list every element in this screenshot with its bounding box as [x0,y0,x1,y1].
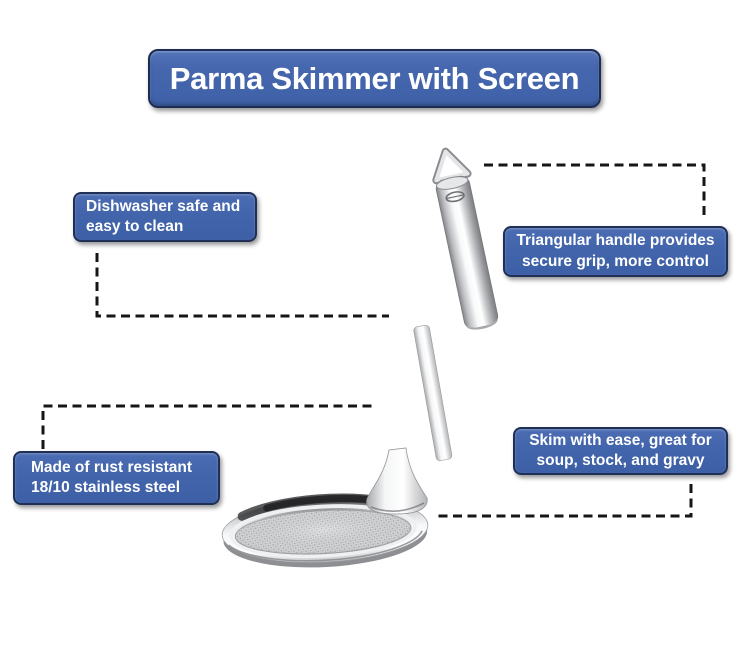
callout-text: 18/10 stainless steel [31,479,181,496]
title-banner: Parma Skimmer with Screen [148,49,601,108]
page-title: Parma Skimmer with Screen [169,60,580,96]
callout-text: Skim with ease, great for [529,431,712,449]
connector-triangular-handle [484,163,706,220]
callout-text: Triangular handle provides [516,232,715,250]
connector-skim-with-ease [438,484,693,518]
callout-text: soup, stock, and gravy [536,452,705,469]
callout-stainless-steel: Made of rust resistant 18/10 stainless s… [13,451,220,505]
callout-text: easy to clean [86,218,184,235]
connector-stainless-steel [41,404,374,449]
skimmer-bowl [221,493,429,568]
skimmer-handle [432,147,499,330]
callout-skim-with-ease: Skim with ease, great for soup, stock, a… [513,427,728,475]
connector-dishwasher-safe [95,253,389,318]
callout-triangular-handle: Triangular handle provides secure grip, … [503,226,728,277]
skimmer-neck [366,447,428,515]
handle-body [435,175,499,330]
skimmer-stem [413,324,453,461]
callout-text: Dishwasher safe and [86,197,241,215]
callout-dishwasher-safe: Dishwasher safe and easy to clean [73,192,257,242]
callout-text: secure grip, more control [522,252,709,270]
callout-text: Made of rust resistant [31,458,193,476]
